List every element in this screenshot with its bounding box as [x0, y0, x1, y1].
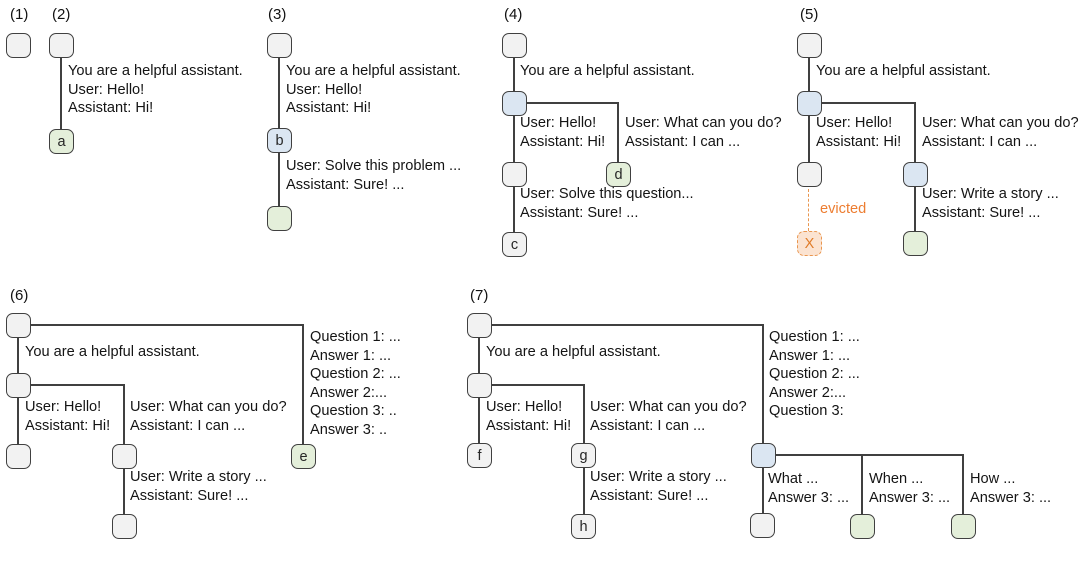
node-f: f	[467, 443, 492, 468]
edge-label-system: You are a helpful assistant.	[486, 344, 661, 360]
edge-line	[617, 102, 619, 175]
edge-label-what-can-you-do: User: What can you do? Assistant: I can …	[922, 115, 1079, 150]
node-d: d	[606, 162, 631, 187]
fork-node	[751, 443, 776, 468]
edge-label-system-hello: You are a helpful assistant. User: Hello…	[68, 63, 243, 117]
node-a: a	[49, 129, 74, 154]
diagram-4-label: (4)	[504, 6, 523, 23]
edge-label-system: You are a helpful assistant.	[520, 63, 695, 79]
root-node	[467, 313, 492, 338]
edge-line	[583, 384, 585, 526]
edge-label-what-can-you-do: User: What can you do? Assistant: I can …	[625, 115, 782, 150]
mid-node	[502, 162, 527, 187]
diagram-3-label: (3)	[268, 6, 287, 23]
edge-line	[123, 384, 125, 527]
edge-line	[762, 324, 764, 456]
diagram-6-label: (6)	[10, 287, 29, 304]
node-g: g	[571, 443, 596, 468]
node-b: b	[267, 128, 292, 153]
edge-line	[17, 325, 19, 457]
edge-line	[861, 454, 863, 527]
edge-line	[18, 384, 125, 386]
root-node	[797, 33, 822, 58]
branch-node	[6, 373, 31, 398]
edge-line	[763, 454, 964, 456]
node-h: h	[571, 514, 596, 539]
edge-line	[809, 102, 916, 104]
edge-label-write-story: User: Write a story ... Assistant: Sure!…	[922, 186, 1059, 221]
diagram-2-label: (2)	[52, 6, 71, 23]
edge-line	[808, 45, 810, 176]
edge-line	[478, 325, 480, 455]
edge-label-when-answer3: When ... Answer 3: ...	[869, 471, 951, 506]
edge-label-few-shot-prefix: Question 1: ... Answer 1: ... Question 2…	[769, 329, 860, 420]
root-node	[49, 33, 74, 58]
leaf-node	[6, 444, 31, 469]
edge-line	[513, 45, 515, 245]
edge-line	[962, 454, 964, 527]
edge-label-write-story: User: Write a story ... Assistant: Sure!…	[590, 469, 727, 504]
diagram-5-label: (5)	[800, 6, 819, 23]
evicted-edge-line	[808, 189, 809, 231]
leaf-node	[267, 206, 292, 231]
mid-node	[797, 162, 822, 187]
edge-line	[514, 102, 619, 104]
edge-label-hello: User: Hello! Assistant: Hi!	[816, 115, 902, 150]
node-e: e	[291, 444, 316, 469]
edge-label-what-can-you-do: User: What can you do? Assistant: I can …	[130, 399, 287, 434]
leaf-node	[112, 514, 137, 539]
mid-node	[112, 444, 137, 469]
root-node	[267, 33, 292, 58]
diagram-1-label: (1)	[10, 6, 29, 23]
edge-label-system: You are a helpful assistant.	[816, 63, 991, 79]
edge-line	[302, 324, 304, 457]
edge-line	[479, 324, 764, 326]
edge-label-what-answer3: What ... Answer 3: ...	[768, 471, 850, 506]
edge-label-hello: User: Hello! Assistant: Hi!	[520, 115, 606, 150]
root-node	[6, 33, 31, 58]
edge-line	[479, 384, 585, 386]
edge-label-write-story: User: Write a story ... Assistant: Sure!…	[130, 469, 267, 504]
edge-line	[60, 45, 62, 142]
branch-node	[502, 91, 527, 116]
edge-line	[914, 102, 916, 244]
evicted-label: evicted	[820, 201, 867, 217]
branch-node	[467, 373, 492, 398]
edge-label-hello: User: Hello! Assistant: Hi!	[25, 399, 111, 434]
edge-label-system: You are a helpful assistant.	[25, 344, 200, 360]
leaf-node	[903, 231, 928, 256]
edge-label-solve-question: User: Solve this question... Assistant: …	[520, 186, 694, 221]
root-node	[6, 313, 31, 338]
root-node	[502, 33, 527, 58]
diagram-7-label: (7)	[470, 287, 489, 304]
leaf-node	[951, 514, 976, 539]
edge-label-few-shot-qa: Question 1: ... Answer 1: ... Question 2…	[310, 329, 401, 438]
edge-label-solve-problem: User: Solve this problem ... Assistant: …	[286, 158, 462, 193]
edge-line	[18, 324, 304, 326]
leaf-node	[750, 513, 775, 538]
leaf-node	[850, 514, 875, 539]
branch-node-2	[903, 162, 928, 187]
edge-label-system-hello: You are a helpful assistant. User: Hello…	[286, 63, 461, 117]
edge-line	[278, 45, 280, 220]
edge-label-hello: User: Hello! Assistant: Hi!	[486, 399, 572, 434]
evicted-node-x: X	[797, 231, 822, 256]
branch-node	[797, 91, 822, 116]
edge-label-what-can-you-do: User: What can you do? Assistant: I can …	[590, 399, 747, 434]
node-c: c	[502, 232, 527, 257]
edge-label-how-answer3: How ... Answer 3: ...	[970, 471, 1052, 506]
edge-line	[762, 454, 764, 526]
